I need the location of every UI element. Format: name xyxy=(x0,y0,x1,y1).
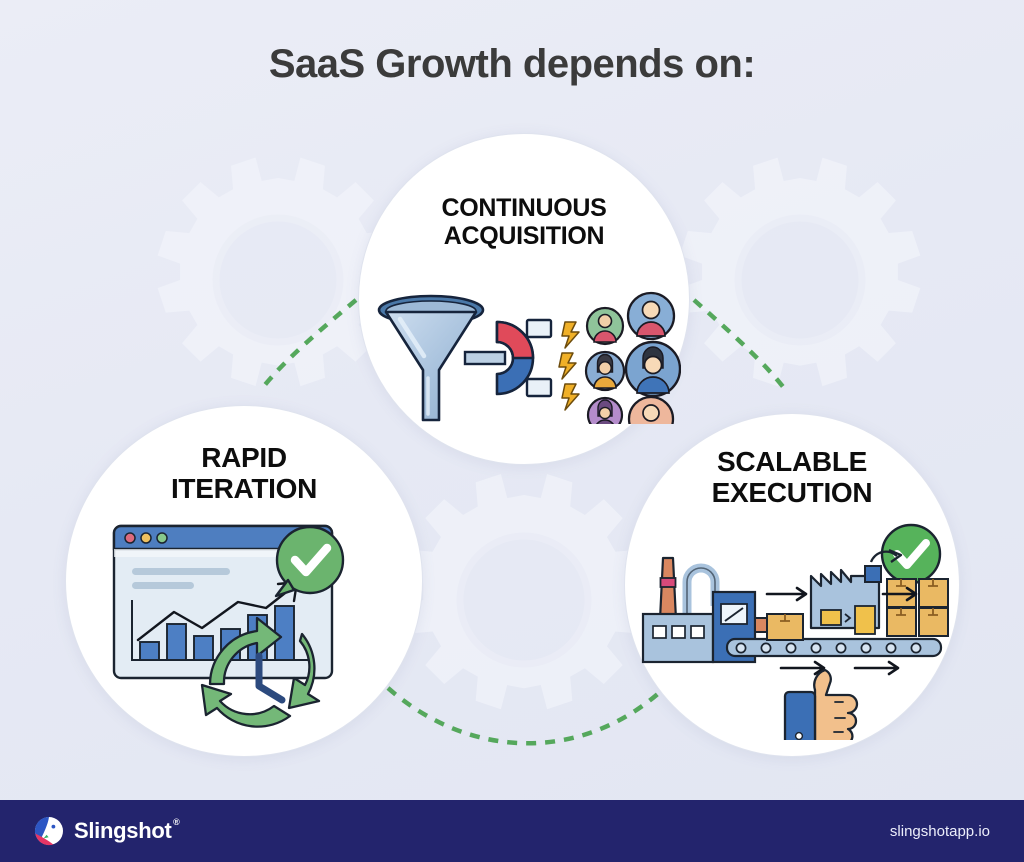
pillar-label-line2: ITERATION xyxy=(170,473,318,505)
funnel-icon xyxy=(377,294,485,422)
refresh-cycle-icon xyxy=(200,616,321,728)
pillar-label-line2: ACQUISITION xyxy=(443,222,605,250)
funnel-magnet-audience-illustration xyxy=(377,291,681,424)
magnet-icon xyxy=(495,318,553,398)
pillar-continuous-acquisition[interactable]: CONTINUOUS ACQUISITION xyxy=(358,133,690,465)
pillar-rapid-iteration[interactable]: RAPID ITERATION xyxy=(65,405,423,757)
check-circle-icon xyxy=(880,523,942,585)
website-url[interactable]: slingshotapp.io xyxy=(889,822,990,840)
footer-bar: Slingshot® slingshotapp.io xyxy=(0,800,1024,862)
arrow-right-icon xyxy=(765,586,918,676)
pillar-label-line1: SCALABLE xyxy=(716,446,868,477)
pillar-label-line2: EXECUTION xyxy=(711,477,873,509)
dashboard-clock-refresh-illustration xyxy=(112,524,345,728)
clock-icon xyxy=(255,652,286,704)
connector-left-right xyxy=(386,686,662,746)
window-dot-yellow xyxy=(140,532,152,544)
factory-conveyor-boxes-illustration xyxy=(641,523,949,740)
pillar-scalable-execution[interactable]: SCALABLE EXECUTION xyxy=(624,413,960,757)
brand-lockup[interactable]: Slingshot® xyxy=(34,816,180,846)
pillar-label-scalable-execution: SCALABLE EXECUTION xyxy=(625,446,959,509)
connector-top-right xyxy=(692,298,786,390)
trademark-symbol: ® xyxy=(173,817,180,827)
slingshot-rocket-logo-icon xyxy=(34,816,63,846)
conveyor-belt-icon xyxy=(725,637,943,658)
brand-name: Slingshot® xyxy=(74,817,180,843)
window-dot-red xyxy=(124,532,136,544)
background-gear-decoration xyxy=(157,157,921,710)
thumbs-up-icon xyxy=(783,668,859,740)
user-avatar-icon xyxy=(584,291,681,424)
check-bubble-icon xyxy=(274,525,345,598)
pillar-connectors xyxy=(262,298,786,746)
factory-icon xyxy=(809,548,903,635)
pillar-label-line1: RAPID xyxy=(201,442,287,473)
pillar-label-rapid-iteration: RAPID ITERATION xyxy=(66,442,422,505)
lightning-bolt-icon xyxy=(558,321,580,411)
factory-icon xyxy=(641,590,774,664)
window-dot-green xyxy=(156,532,168,544)
pillar-label-continuous-acquisition: CONTINUOUS ACQUISITION xyxy=(359,194,689,250)
pillar-label-line1: CONTINUOUS xyxy=(441,194,607,222)
connector-top-left xyxy=(262,298,358,388)
page-title: SaaS Growth depends on: xyxy=(268,42,756,86)
